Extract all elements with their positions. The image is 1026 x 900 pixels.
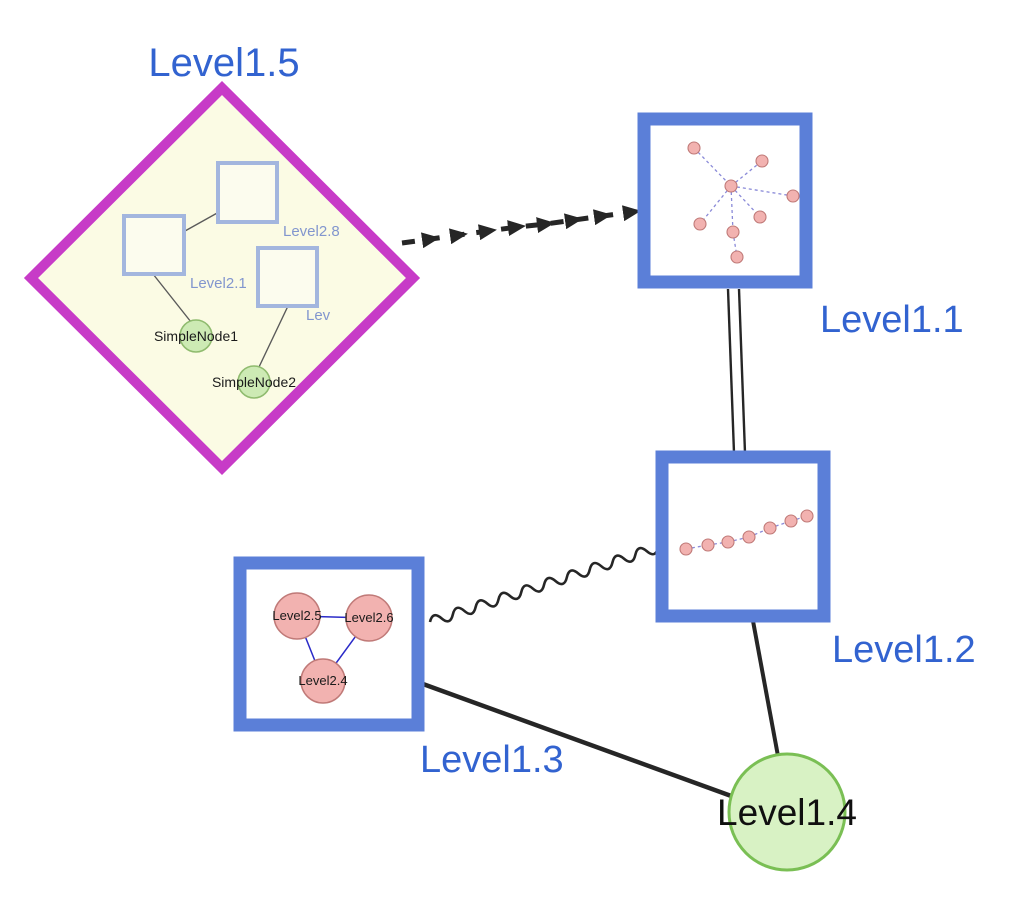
inner-node[interactable] [693, 217, 707, 231]
inner-node[interactable] [679, 542, 693, 556]
level11-inner-nodes [687, 141, 800, 264]
label-level14: Level1.4 [717, 792, 857, 833]
inner-label-level2-1: Level2.1 [190, 275, 247, 292]
inner-label-level2-4: Level2.4 [298, 673, 347, 688]
inner-node-level2-1[interactable] [122, 214, 186, 276]
inner-node[interactable] [753, 210, 767, 224]
level12-inner-nodes [679, 509, 814, 556]
inner-node[interactable] [784, 514, 798, 528]
level13-inner-circles [273, 592, 393, 704]
label-level11: Level1.1 [820, 299, 964, 341]
edge-level15-to-level11-dashed-arrow[interactable] [401, 205, 641, 249]
inner-node-level2-5[interactable] [273, 592, 321, 640]
inner-label-simplenode1: SimpleNode1 [154, 328, 238, 344]
edge-level12-to-level14[interactable] [751, 620, 780, 757]
inner-node[interactable] [742, 530, 756, 544]
inner-label-level2-6: Level2.6 [344, 610, 393, 625]
level15-inner-edges [152, 211, 289, 368]
node-level11-square[interactable] [637, 112, 813, 289]
edge-layer [401, 205, 780, 800]
inner-node[interactable] [724, 179, 738, 193]
inner-label-level2-5: Level2.5 [272, 608, 321, 623]
label-level12: Level1.2 [832, 629, 976, 671]
inner-node-lev[interactable] [256, 246, 319, 308]
level15-diamond-shape[interactable] [23, 80, 421, 476]
inner-node[interactable] [730, 250, 744, 264]
level11-square-shape[interactable] [637, 112, 813, 289]
inner-node-level2-4[interactable] [300, 658, 346, 704]
inner-node-simplenode1[interactable] [179, 319, 213, 353]
label-level13: Level1.3 [420, 739, 564, 781]
inner-node-simplenode2[interactable] [237, 365, 271, 399]
inner-node[interactable] [721, 535, 735, 549]
inner-node[interactable] [755, 154, 769, 168]
inner-node-level2-8[interactable] [216, 161, 279, 224]
inner-node-level2-6[interactable] [345, 594, 393, 642]
inner-node[interactable] [701, 538, 715, 552]
level14-circle-shape[interactable] [727, 752, 847, 872]
inner-node[interactable] [726, 225, 740, 239]
inner-node[interactable] [687, 141, 701, 155]
edge-level13-to-level14[interactable] [422, 681, 735, 800]
level15-inner-squares [122, 161, 319, 308]
node-level12-square[interactable] [655, 450, 831, 623]
inner-node[interactable] [763, 521, 777, 535]
level15-simple-nodes [179, 319, 271, 399]
inner-label-lev: Lev [306, 307, 331, 324]
inner-node[interactable] [800, 509, 814, 523]
edge-level13-to-level12-wavy[interactable] [428, 543, 660, 627]
node-level13-square[interactable]: Level2.5 Level2.6 Level2.4 [233, 556, 425, 732]
node-level15-diamond[interactable]: Level2.8 Level2.1 Lev SimpleNode1 Simple… [23, 80, 421, 476]
edge-level11-to-level12-double[interactable] [726, 288, 747, 454]
inner-label-level2-8: Level2.8 [283, 223, 340, 240]
node-level14-circle[interactable]: Level1.4 [717, 752, 857, 872]
inner-label-simplenode2: SimpleNode2 [212, 374, 296, 390]
label-level15: Level1.5 [148, 41, 299, 85]
level11-inner-edges [693, 147, 794, 258]
inner-node[interactable] [786, 189, 800, 203]
